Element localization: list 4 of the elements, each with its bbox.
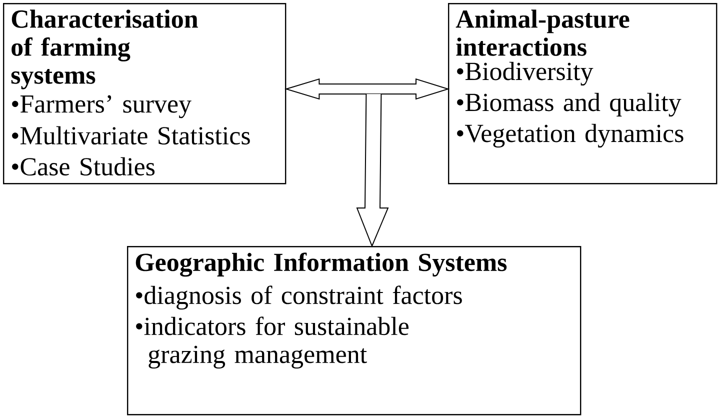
arrow bbox=[356, 94, 389, 248]
text-box: Characterisation of farming systems •Farmers’ survey •Multivariate Statistics •Case Studies bbox=[3, 3, 286, 184]
text-box: Animal-pasture interactions •Biodiversity •Biomass and quality •Vegetation dynamics bbox=[448, 3, 718, 184]
text-box: Geographic Information Systems •diagnosis of constraint factors •indicators for sustainable grazing management bbox=[127, 246, 582, 416]
